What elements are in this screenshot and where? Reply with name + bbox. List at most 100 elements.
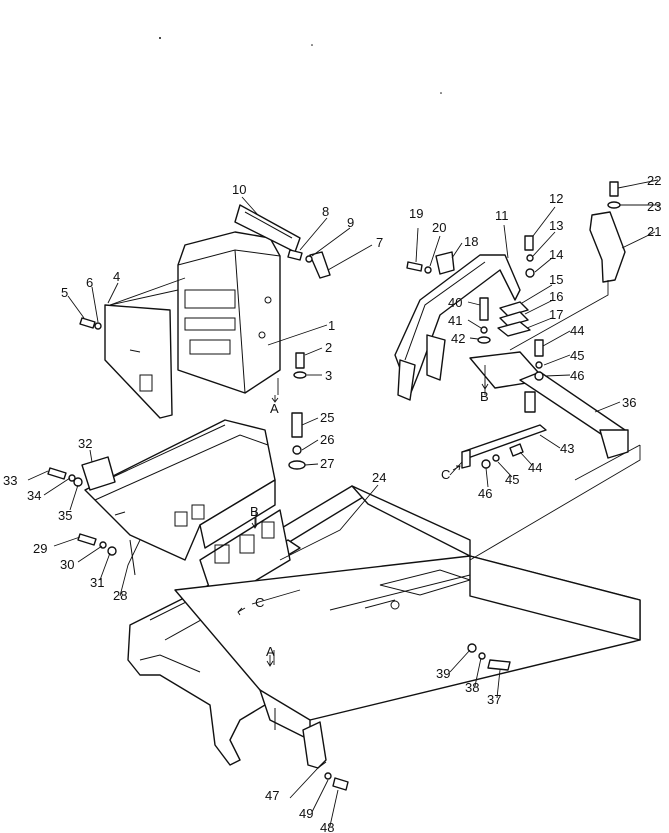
callout-30: 30	[60, 557, 74, 572]
bolt-29	[77, 533, 97, 546]
callout-1: 1	[328, 318, 335, 333]
callout-8: 8	[322, 204, 329, 219]
callout-47: 47	[265, 788, 279, 803]
callout-49: 49	[299, 806, 313, 821]
callout-34: 34	[27, 488, 41, 503]
callout-27: 27	[320, 456, 334, 471]
callout-38: 38	[465, 680, 479, 695]
callout-9: 9	[347, 215, 354, 230]
callout-16: 16	[549, 289, 563, 304]
upright-frame-11	[394, 254, 521, 401]
nut-46-lower	[481, 459, 491, 469]
callout-28: 28	[113, 588, 127, 603]
bolt-8	[287, 249, 303, 261]
callout-43: 43	[560, 441, 574, 456]
ref-B-upper: B	[480, 389, 489, 404]
bolt-37	[487, 659, 511, 671]
speck	[311, 44, 313, 46]
callout-44-lower: 44	[528, 460, 542, 475]
callout-41: 41	[448, 313, 462, 328]
washer-13	[526, 254, 534, 262]
washer-45-lower	[492, 454, 500, 462]
washer-42	[477, 336, 491, 344]
callout-11: 11	[495, 208, 509, 223]
washer-34	[68, 474, 76, 482]
callout-39: 39	[436, 666, 450, 681]
bolt-44-upper	[534, 339, 544, 357]
callout-15: 15	[549, 272, 563, 287]
bolt-5	[79, 317, 96, 329]
cover-plate-7	[309, 251, 331, 279]
callout-32: 32	[78, 436, 92, 451]
callout-36: 36	[622, 395, 636, 410]
washer-26	[292, 445, 302, 455]
callout-45-lower: 45	[505, 472, 519, 487]
callout-17: 17	[549, 307, 563, 322]
callout-46-upper: 46	[570, 368, 584, 383]
washer-41	[480, 326, 488, 334]
callout-33: 33	[3, 473, 17, 488]
callout-10: 10	[232, 182, 246, 197]
nut-14	[525, 268, 535, 278]
bolt-19	[406, 261, 423, 272]
callout-20: 20	[432, 220, 446, 235]
bolt-2	[295, 352, 305, 369]
callout-14: 14	[549, 247, 563, 262]
bolt-48	[332, 777, 349, 791]
bracket-18	[435, 251, 455, 275]
callout-48: 48	[320, 820, 334, 833]
callout-37: 37	[487, 692, 501, 707]
callout-25: 25	[320, 410, 334, 425]
callout-31: 31	[90, 575, 104, 590]
callout-22: 22	[647, 173, 661, 188]
callout-42: 42	[451, 331, 465, 346]
washer-35	[73, 477, 83, 487]
bolt-25	[291, 412, 303, 438]
ref-C-lower: C	[255, 595, 264, 610]
bracket-21	[589, 211, 626, 283]
washer-45-upper	[535, 361, 543, 369]
deck-plate-28	[84, 419, 276, 576]
callout-4: 4	[113, 269, 120, 284]
cover-32	[81, 456, 116, 491]
bolt-22	[609, 181, 619, 197]
main-frame-24	[127, 485, 641, 769]
side-panel-4	[104, 304, 173, 419]
callout-5: 5	[61, 285, 68, 300]
callout-29: 29	[33, 541, 47, 556]
washer-20	[424, 266, 432, 274]
washer-31	[107, 546, 117, 556]
callout-44-upper: 44	[570, 323, 584, 338]
callout-46-lower: 46	[478, 486, 492, 501]
instrument-cover-1	[177, 231, 281, 394]
washer-27	[288, 460, 306, 470]
callout-19: 19	[409, 206, 423, 221]
washer-6	[94, 322, 102, 330]
callout-7: 7	[376, 235, 383, 250]
bolt-12	[524, 235, 534, 251]
pad-17	[497, 321, 531, 337]
bolt-33	[47, 467, 67, 480]
ref-C-upper: C	[441, 467, 450, 482]
callout-13: 13	[549, 218, 563, 233]
callout-24: 24	[372, 470, 386, 485]
callout-45-upper: 45	[570, 348, 584, 363]
callout-21: 21	[647, 224, 661, 239]
callout-12: 12	[549, 191, 563, 206]
ref-A-lower: A	[266, 644, 275, 659]
washer-49	[324, 772, 332, 780]
washer-23	[607, 201, 621, 209]
washer-3	[293, 371, 307, 379]
callout-2: 2	[325, 340, 332, 355]
callout-35: 35	[58, 508, 72, 523]
callout-26: 26	[320, 432, 334, 447]
pad-16	[499, 311, 529, 327]
callout-labels: 10 8 9 7 4 5 6 1 2 3 19 20 18 11 12 13 1…	[3, 173, 661, 833]
washer-38	[478, 652, 486, 660]
callout-18: 18	[464, 234, 478, 249]
callout-3: 3	[325, 368, 332, 383]
callout-23: 23	[647, 199, 661, 214]
nut-46-upper	[534, 371, 544, 381]
ref-A-upper: A	[270, 401, 279, 416]
